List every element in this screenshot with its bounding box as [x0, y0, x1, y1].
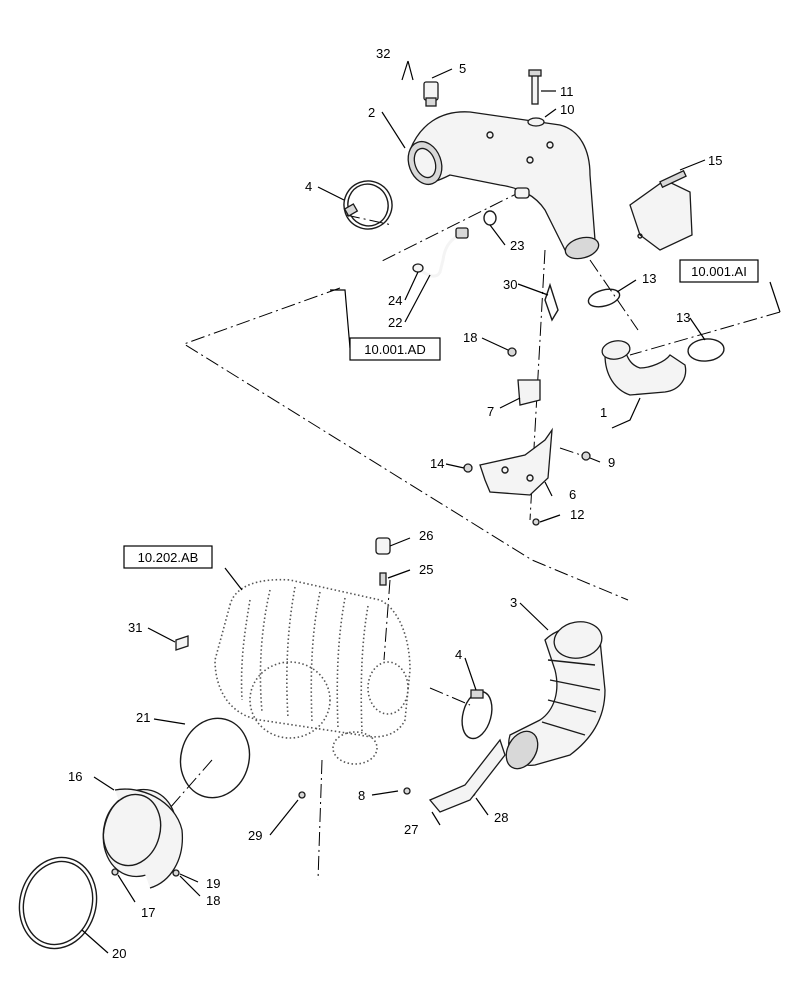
callout-2: 2 [368, 105, 375, 120]
reference-box-10-202-ab[interactable]: 10.202.AB [123, 545, 213, 569]
fasteners [111, 347, 591, 877]
callout-12: 12 [570, 507, 584, 522]
tube-support-bracket [428, 738, 506, 813]
reference-box-10-001-ai[interactable]: 10.001.AI [679, 259, 759, 283]
callout-7: 7 [487, 404, 494, 419]
callout-19: 19 [206, 876, 220, 891]
small-hose-clamp [483, 210, 497, 226]
callout-24: 24 [388, 293, 402, 308]
centerlines [119, 189, 781, 881]
leader-lines [81, 60, 781, 954]
callout-9: 9 [608, 455, 615, 470]
air-cleaner-housing [214, 578, 411, 765]
strap-part [544, 282, 559, 322]
callout-23: 23 [510, 238, 524, 253]
callout-21: 21 [136, 710, 150, 725]
callout-3: 3 [510, 595, 517, 610]
restriction-indicator [375, 537, 391, 586]
cover-seal-ring [18, 856, 98, 950]
callout-32: 32 [376, 46, 390, 61]
callout-20: 20 [112, 946, 126, 961]
lower-intake-tube [505, 621, 606, 770]
callout-25: 25 [419, 562, 433, 577]
band-clamp [179, 717, 251, 799]
callout-28: 28 [494, 810, 508, 825]
callout-15: 15 [708, 153, 722, 168]
upper-hose-clamp [343, 180, 393, 230]
end-cover [102, 788, 184, 889]
callout-4-lower: 4 [455, 647, 462, 662]
callout-1: 1 [600, 405, 607, 420]
callout-30: 30 [503, 277, 517, 292]
small-bracket [517, 379, 541, 406]
lower-hose-clamp [461, 689, 493, 740]
reference-label: 10.001.AI [691, 264, 747, 279]
callout-11: 11 [560, 84, 574, 99]
callout-numbers: 32 5 11 10 2 15 4 23 30 13 24 22 13 18 7… [68, 46, 722, 961]
reference-label: 10.202.AB [138, 550, 199, 565]
reference-box-10-001-ad[interactable]: 10.001.AD [349, 337, 441, 361]
bolt-and-washer [527, 69, 545, 127]
callout-22: 22 [388, 315, 402, 330]
callout-27: 27 [404, 822, 418, 837]
callout-4-upper: 4 [305, 179, 312, 194]
callout-8: 8 [358, 788, 365, 803]
callout-14: 14 [430, 456, 444, 471]
upper-intake-tube [407, 111, 600, 260]
callout-31: 31 [128, 620, 142, 635]
callout-13-upper: 13 [642, 271, 656, 286]
small-vent-hose [412, 227, 469, 278]
callout-5: 5 [459, 61, 466, 76]
callout-26: 26 [419, 528, 433, 543]
lower-mount-bracket [479, 427, 553, 496]
label-tag [175, 635, 189, 651]
upper-mount-bracket [629, 169, 693, 251]
callout-10: 10 [560, 102, 574, 117]
callout-29: 29 [248, 828, 262, 843]
callout-18-upper: 18 [463, 330, 477, 345]
callout-16: 16 [68, 769, 82, 784]
callout-6: 6 [569, 487, 576, 502]
sensor-part [423, 81, 439, 107]
callout-18-lower: 18 [206, 893, 220, 908]
callout-17: 17 [141, 905, 155, 920]
callout-13-lower: 13 [676, 310, 690, 325]
reference-label: 10.001.AD [364, 342, 425, 357]
rubber-elbow [601, 340, 687, 396]
